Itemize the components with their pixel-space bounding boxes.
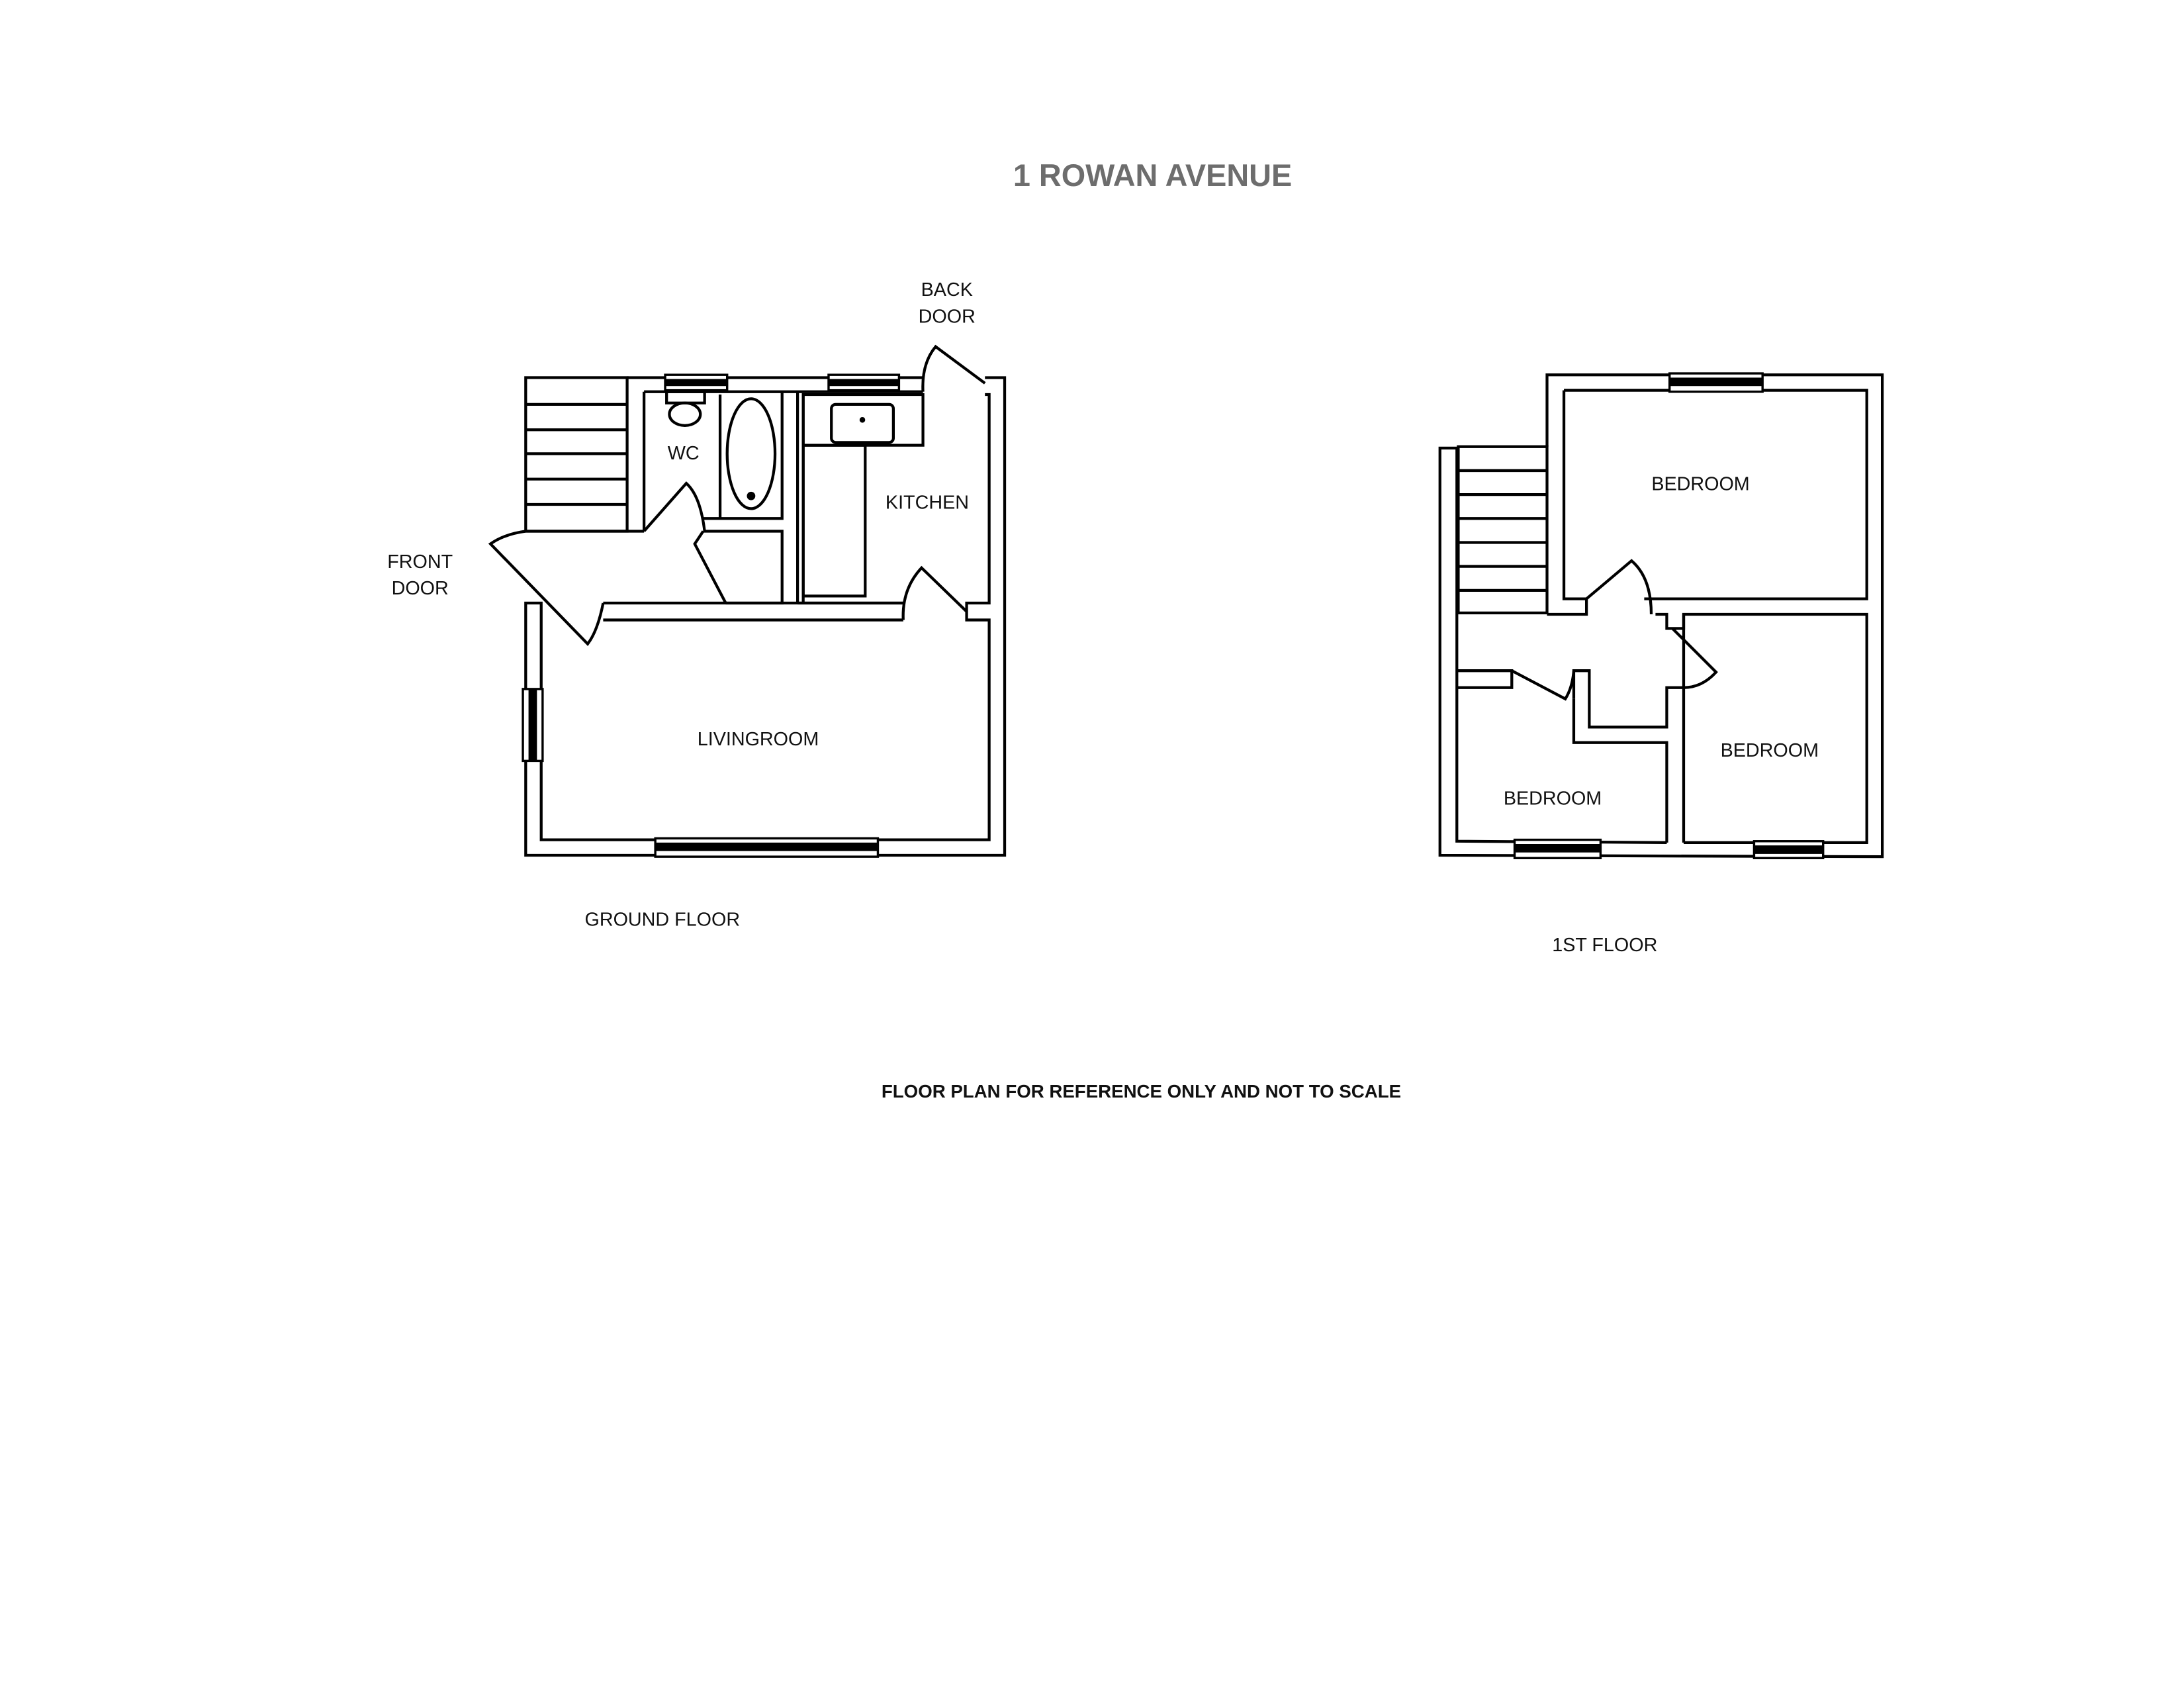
kitchen-sink	[830, 402, 895, 444]
wc-door	[643, 481, 706, 532]
room-label-bedroom: BEDROOM	[1721, 740, 1819, 761]
cupboard-door	[693, 530, 727, 604]
room-label-livingroom: LIVINGROOM	[698, 729, 819, 750]
bathtub	[725, 397, 777, 510]
first-outer-wall	[1438, 373, 1884, 859]
kitchen-counter	[801, 444, 867, 598]
ground-floor-stairs	[524, 376, 629, 533]
toilet	[668, 401, 702, 427]
room-label-kitchen: KITCHEN	[886, 492, 969, 513]
front-door	[488, 530, 605, 646]
first-floor-plan: BEDROOM BEDROOM BEDROOM 1ST FLOOR	[1438, 372, 1884, 956]
bedroom-door	[1511, 669, 1576, 701]
first-floor-stairs	[1457, 445, 1549, 615]
disclaimer-footer: FLOOR PLAN FOR REFERENCE ONLY AND NOT TO…	[882, 1081, 1401, 1102]
window	[654, 837, 880, 858]
back-door-label: BACK	[921, 279, 973, 301]
bedroom-door	[1671, 627, 1718, 689]
back-door	[921, 344, 986, 392]
window	[664, 373, 729, 392]
window	[1668, 372, 1764, 393]
front-door-label: FRONT	[387, 551, 453, 573]
window	[1513, 838, 1602, 859]
room-label-bedroom: BEDROOM	[1651, 474, 1749, 495]
back-door-label: DOOR	[919, 306, 976, 327]
window	[827, 373, 901, 392]
toilet-cistern	[665, 390, 706, 404]
page-title: 1 ROWAN AVENUE	[1013, 158, 1292, 193]
room-label-bedroom: BEDROOM	[1504, 788, 1602, 809]
ground-floor-label: GROUND FLOOR	[585, 909, 741, 930]
ground-floor-plan: BACK DOOR FRONT DOOR WC KITCHEN LIVINGRO…	[387, 279, 1007, 930]
bedroom-door	[1585, 559, 1653, 615]
window	[522, 688, 544, 763]
room-label-wc: WC	[668, 443, 700, 464]
window	[1752, 840, 1825, 859]
front-door-label: DOOR	[392, 578, 449, 599]
kitchen-door	[901, 565, 968, 620]
first-floor-label: 1ST FLOOR	[1552, 935, 1657, 956]
bath-tap-icon	[747, 491, 756, 500]
